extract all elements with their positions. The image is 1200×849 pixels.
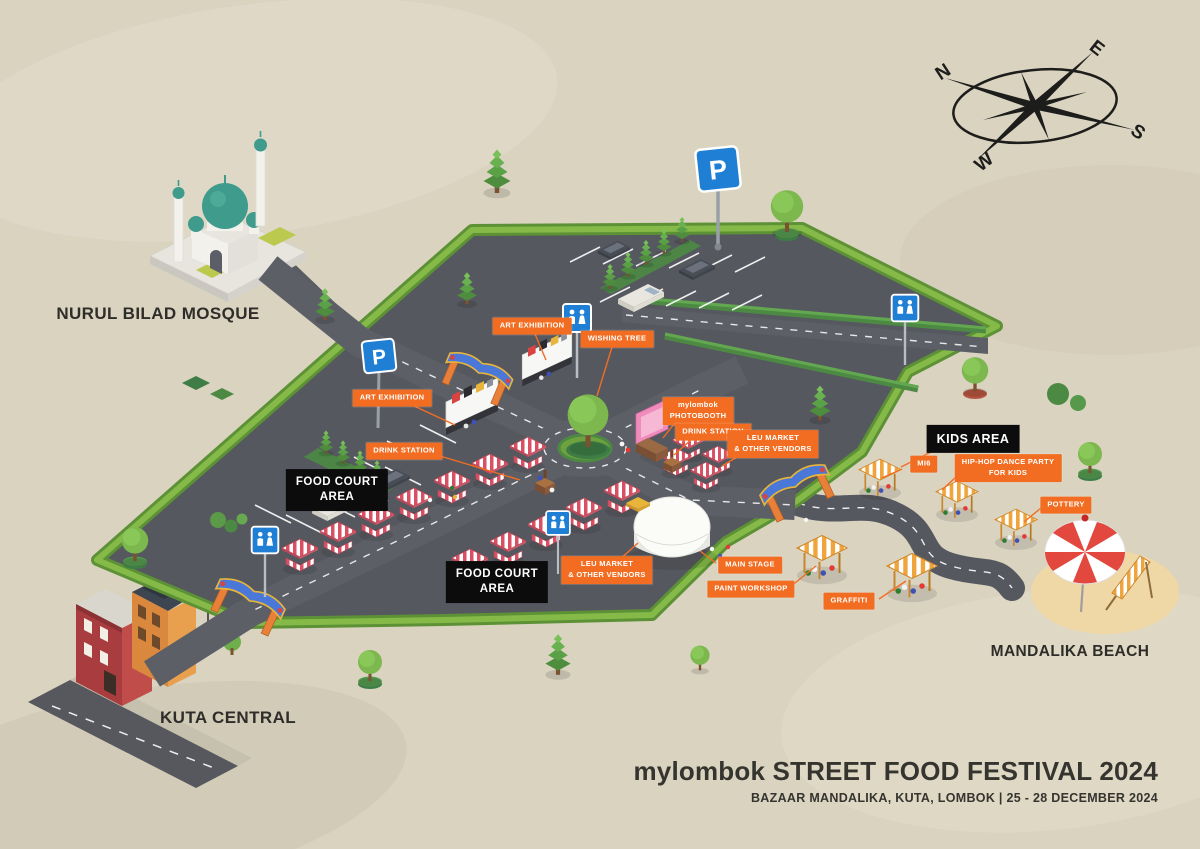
compass-n: N bbox=[932, 60, 955, 85]
poi-label-art-exhibition-2: ART EXHIBITION bbox=[492, 317, 572, 335]
poi-label-mi6: MI6 bbox=[910, 455, 938, 473]
attractions bbox=[445, 331, 718, 570]
main-stage-dome bbox=[626, 496, 718, 570]
trees bbox=[121, 149, 1102, 689]
parking-letter: P bbox=[371, 345, 387, 369]
compass-rose: N E S W bbox=[932, 36, 1149, 176]
poi-label-paint-workshop: PAINT WORKSHOP bbox=[707, 580, 795, 598]
compass-s: S bbox=[1126, 120, 1148, 144]
poi-label-hiphop-dance: HIP-HOP DANCE PARTY FOR KIDS bbox=[954, 454, 1062, 482]
photobooth-illustration bbox=[619, 398, 669, 462]
title-block: mylombok STREET FOOD FESTIVAL 2024 BAZAA… bbox=[633, 756, 1158, 805]
poi-label-main-stage: MAIN STAGE bbox=[718, 556, 782, 574]
page-title: mylombok STREET FOOD FESTIVAL 2024 bbox=[633, 756, 1158, 786]
landmark-label-mosque: NURUL BILAD MOSQUE bbox=[56, 304, 260, 323]
poi-label-drink-station-left: DRINK STATION bbox=[366, 442, 442, 460]
area-label-food-court-2: FOOD COURT AREA bbox=[445, 561, 549, 603]
poi-label-graffiti: GRAFFITI bbox=[823, 592, 875, 610]
poi-label-wishing-tree: WISHING TREE bbox=[580, 330, 654, 348]
poi-label-pottery: POTTERY bbox=[1040, 496, 1092, 514]
beach-illustration bbox=[1031, 514, 1179, 634]
page-subtitle: BAZAAR MANDALIKA, KUTA, LOMBOK | 25 - 28… bbox=[750, 791, 1158, 805]
signage: P P bbox=[250, 145, 920, 599]
poi-label-photobooth: mylombok PHOTOBOOTH bbox=[662, 397, 734, 425]
parking-letter: P bbox=[708, 154, 729, 186]
poi-label-leu-market-bottom: LEU MARKET & OTHER VENDORS bbox=[561, 556, 653, 584]
parking-sign-1: P bbox=[694, 145, 742, 251]
people bbox=[427, 485, 809, 559]
area-label-kids-area: KIDS AREA bbox=[926, 424, 1020, 454]
landmark-label-mandalika-beach: MANDALIKA BEACH bbox=[990, 643, 1150, 660]
internal-roads bbox=[143, 256, 988, 687]
compass-w: W bbox=[971, 149, 998, 177]
kids-area-road bbox=[785, 490, 1025, 601]
poi-label-leu-market-right: LEU MARKET & OTHER VENDORS bbox=[727, 430, 819, 458]
poi-label-art-exhibition-1: ART EXHIBITION bbox=[352, 389, 432, 407]
picnic-table bbox=[626, 497, 650, 512]
parking-sign-2: P bbox=[360, 337, 398, 429]
landmark-label-kuta-central: KUTA CENTRAL bbox=[159, 708, 297, 727]
kuta-central-illustration bbox=[28, 577, 252, 788]
area-label-food-court-1: FOOD COURT AREA bbox=[285, 469, 389, 511]
compass-e: E bbox=[1085, 36, 1108, 60]
